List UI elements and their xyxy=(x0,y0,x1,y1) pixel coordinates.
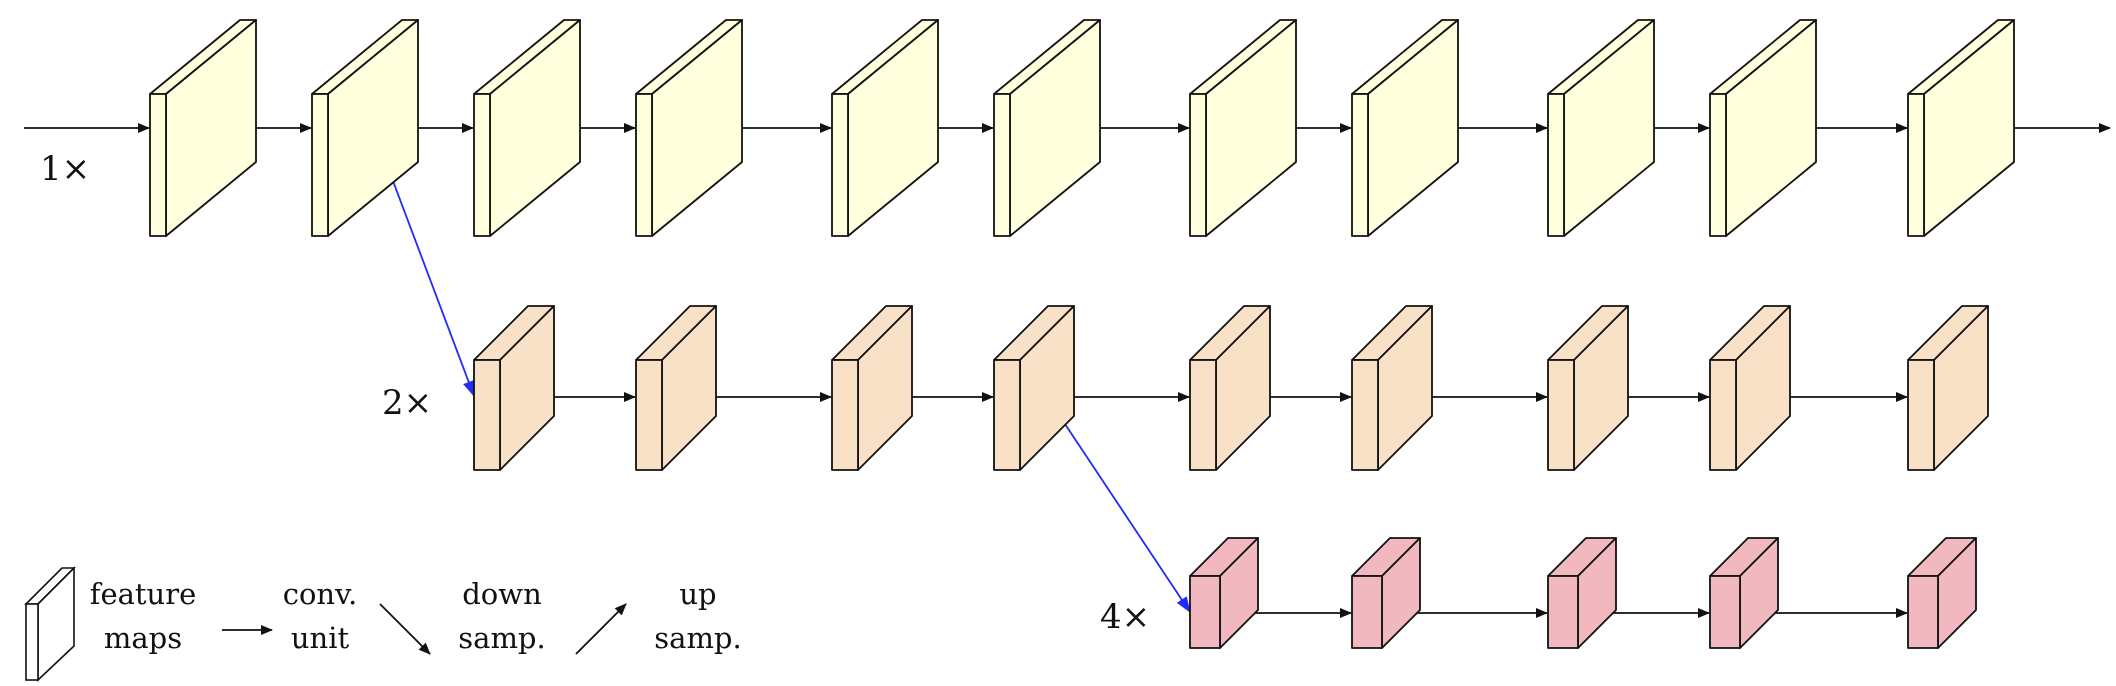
legend-feature-maps-line2: maps xyxy=(104,621,182,655)
feature-map-block xyxy=(831,305,913,471)
legend-conv-unit-line1: conv. xyxy=(283,577,358,611)
feature-map-block xyxy=(1547,305,1629,471)
feature-map-block xyxy=(1709,537,1779,649)
down-sampling-arrow xyxy=(1046,396,1191,613)
feature-map-block xyxy=(1189,19,1297,237)
legend-conv-unit-line2: unit xyxy=(291,621,350,655)
feature-map-block xyxy=(1907,19,2015,237)
feature-map-block xyxy=(993,305,1075,471)
stream-label-1x: 1× xyxy=(40,149,90,189)
feature-map-block xyxy=(1907,305,1989,471)
feature-map-block xyxy=(473,19,581,237)
legend-down-samp-line1: down xyxy=(462,577,542,611)
feature-map-block xyxy=(1351,305,1433,471)
legend-feature-maps-line1: feature xyxy=(90,577,197,611)
feature-map-block xyxy=(1351,537,1421,649)
legend-up-samp-line1: up xyxy=(679,577,716,611)
feature-map-block xyxy=(635,305,717,471)
feature-map-block xyxy=(149,19,257,237)
feature-map-block xyxy=(831,19,939,237)
stream-label-4x: 4× xyxy=(1100,597,1150,637)
legend-up-arrow-icon xyxy=(575,603,627,655)
feature-map-block xyxy=(473,305,555,471)
feature-map-block xyxy=(1709,305,1791,471)
feature-map-block xyxy=(311,19,419,237)
legend-feature-map-icon xyxy=(24,566,76,682)
feature-map-block xyxy=(1547,19,1655,237)
feature-map-block xyxy=(1189,305,1271,471)
feature-map-block xyxy=(1351,19,1459,237)
feature-map-block xyxy=(635,19,743,237)
feature-map-block xyxy=(1189,537,1259,649)
stream-label-2x: 2× xyxy=(382,383,432,423)
feature-map-block xyxy=(1709,19,1817,237)
legend-up-samp-line2: samp. xyxy=(654,621,741,655)
legend-down-samp-line2: samp. xyxy=(458,621,545,655)
feature-map-block xyxy=(1547,537,1617,649)
legend: feature maps conv. unit down samp. up sa… xyxy=(24,566,742,682)
legend-down-arrow-icon xyxy=(379,603,431,655)
feature-maps-layer xyxy=(149,19,2015,649)
feature-map-block xyxy=(993,19,1101,237)
feature-map-block xyxy=(1907,537,1977,649)
